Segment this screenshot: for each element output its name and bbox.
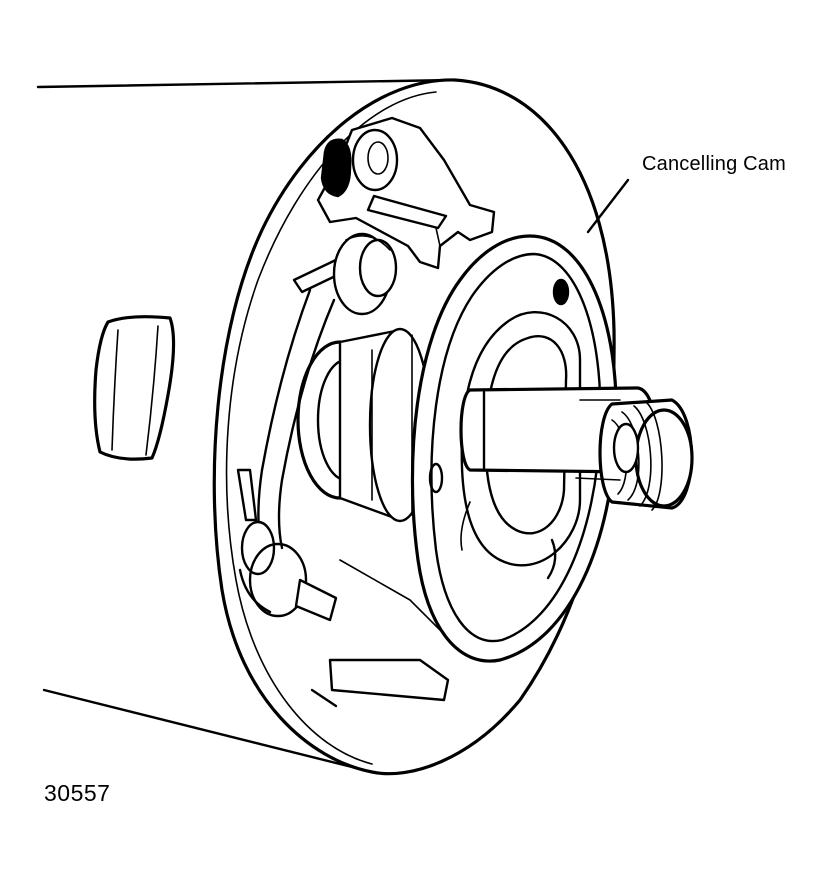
cancelling-cam-label: Cancelling Cam bbox=[642, 153, 786, 175]
callout-leader bbox=[586, 178, 630, 234]
hub-bearing bbox=[296, 327, 432, 523]
column-housing bbox=[36, 78, 457, 774]
steering-shaft bbox=[459, 386, 694, 511]
turn-signal-switch-knob bbox=[93, 315, 176, 461]
lock-bracket bbox=[316, 116, 496, 270]
figure-number: 30557 bbox=[44, 780, 111, 806]
actuator-lever bbox=[236, 288, 338, 622]
actuator-pivot bbox=[292, 232, 398, 316]
lower-bracket bbox=[310, 559, 461, 708]
